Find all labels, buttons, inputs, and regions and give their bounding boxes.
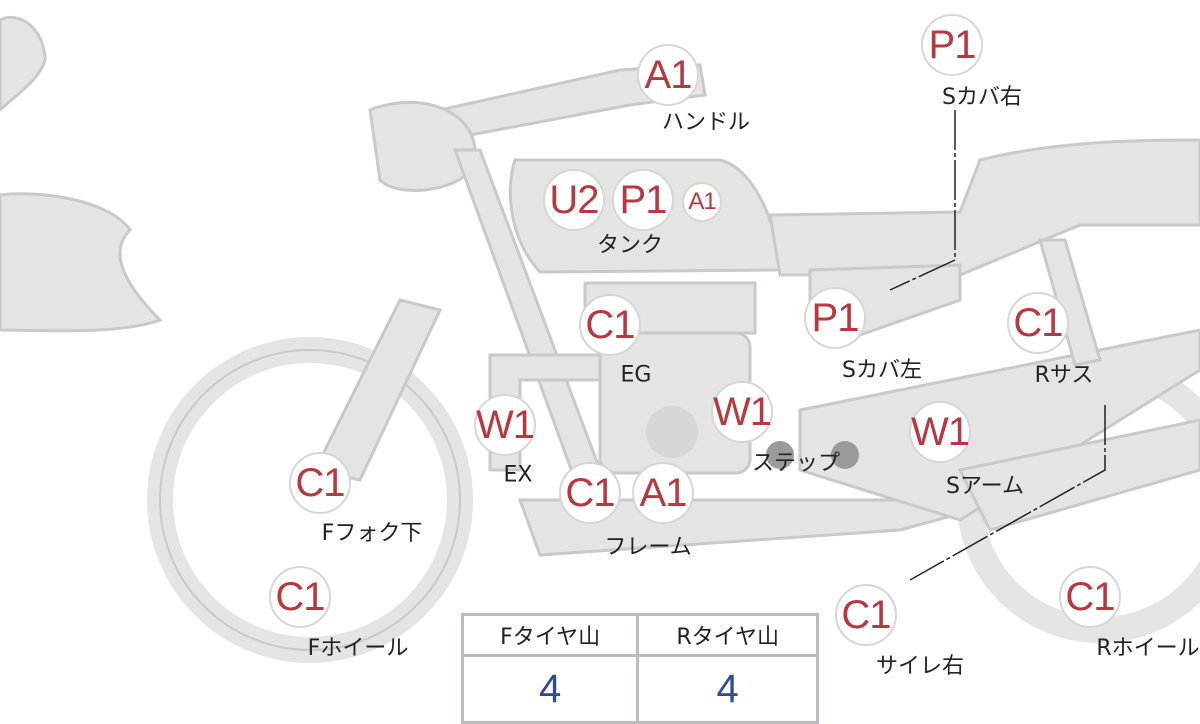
front-tire-header: Fタイヤ山 — [460, 613, 640, 657]
badge-front-fork-lower-c1: C1 — [289, 452, 351, 514]
step-right — [831, 441, 859, 469]
rear-tire-header: Rタイヤ山 — [636, 613, 819, 657]
label-rear-wheel: Rホイール — [1096, 636, 1200, 661]
label-front-wheel: Fホイール — [307, 636, 409, 661]
label-swing-arm: Sアーム — [946, 474, 1024, 499]
leader-line-s-cover-right — [889, 110, 956, 291]
badge-s-cover-right-p1: P1 — [921, 14, 983, 76]
rear-tire-value: 4 — [636, 654, 819, 724]
badge-engine-c1: C1 — [579, 294, 641, 356]
front-fork — [312, 298, 443, 482]
muffler — [957, 418, 1200, 532]
badge-frame-c1: C1 — [559, 462, 621, 524]
badge-front-wheel-c1: C1 — [269, 566, 331, 628]
label-rear-suspension: Rサス — [1034, 363, 1094, 388]
badge-frame-a1: A1 — [632, 462, 694, 524]
badge-rear-wheel-c1: C1 — [1059, 566, 1121, 628]
rider-silhouette-head — [0, 15, 47, 113]
badge-tank-p1: P1 — [612, 169, 674, 231]
label-s-cover-right: Sカバ右 — [942, 85, 1022, 110]
label-front-fork-lower: Fフォク下 — [321, 521, 423, 546]
label-exhaust: EX — [503, 462, 533, 488]
label-tank: タンク — [596, 233, 664, 258]
leader-line-muffler — [909, 405, 1106, 581]
badge-swing-arm-w1: W1 — [909, 401, 971, 463]
badge-muffler-right-c1: C1 — [835, 584, 897, 646]
rider-silhouette-body — [0, 192, 163, 333]
label-handle: ハンドル — [661, 110, 751, 135]
badge-tank-u2: U2 — [543, 169, 605, 231]
badge-s-cover-left-p1: P1 — [804, 287, 866, 349]
front-tire-value: 4 — [460, 654, 640, 724]
badge-exhaust-w1: W1 — [474, 394, 536, 456]
badge-tank-a1: A1 — [682, 182, 722, 222]
label-step: ステップ — [751, 451, 841, 476]
label-muffler-right: サイレ右 — [875, 654, 965, 679]
label-engine: EG — [620, 362, 652, 388]
label-s-cover-left: Sカバ左 — [842, 358, 922, 383]
seat — [768, 138, 1200, 277]
badge-handle-a1: A1 — [637, 44, 699, 106]
badge-rear-suspension-c1: C1 — [1007, 292, 1069, 354]
badge-step-w1: W1 — [711, 381, 773, 443]
step-left — [766, 441, 794, 469]
label-frame: フレーム — [604, 535, 692, 560]
engine-cover — [646, 406, 698, 458]
tire-tread-table: Fタイヤ山 Rタイヤ山 4 4 — [460, 613, 819, 724]
